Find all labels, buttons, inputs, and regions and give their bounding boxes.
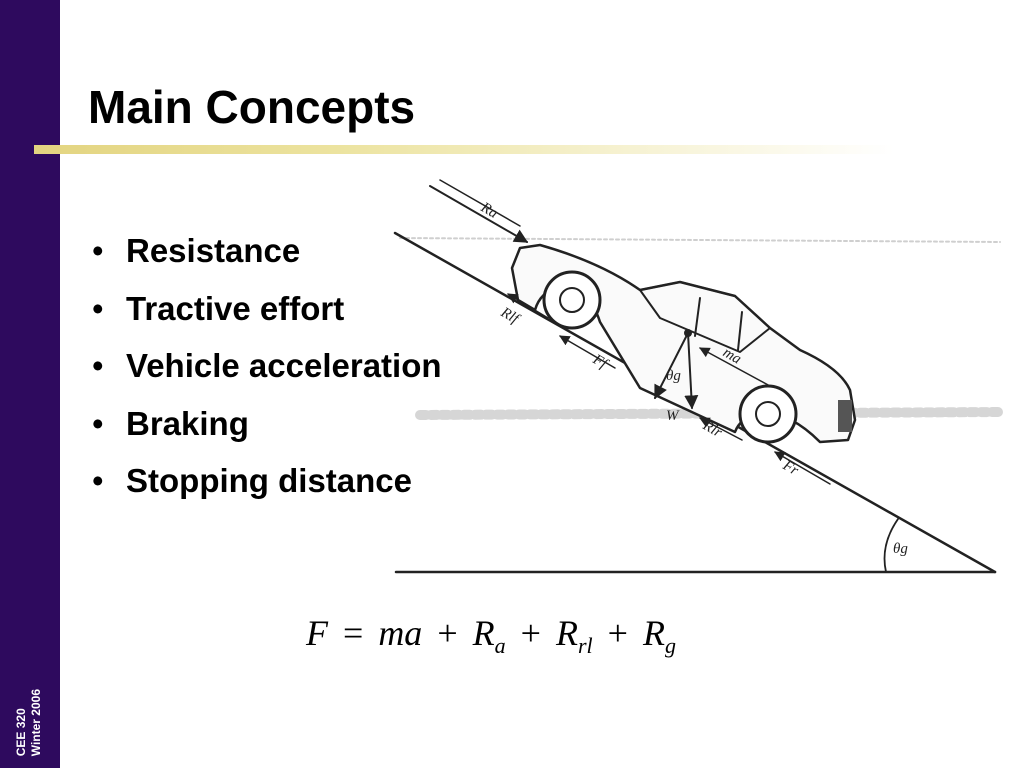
- slope-angle-arc: [883, 518, 899, 573]
- force-equation: F = ma + Ra + Rrl + Rg: [306, 612, 676, 659]
- tail-light: [838, 400, 852, 432]
- label-theta-slope: θg: [893, 541, 908, 557]
- rear-wheel: [738, 384, 798, 444]
- bullet-icon: •: [92, 462, 104, 499]
- title-underline: [34, 145, 894, 154]
- label-rlf: Rlf: [497, 304, 523, 328]
- bullet-item: • Tractive effort: [92, 284, 442, 342]
- formula-equals: =: [343, 613, 364, 653]
- sidebar-footer: CEE 320 Winter 2006: [14, 689, 44, 756]
- front-rolling-resistance-arrow: [507, 293, 549, 319]
- bullet-text: Stopping distance: [126, 462, 413, 499]
- bullet-text: Braking: [126, 404, 249, 442]
- car-pillar: [694, 297, 701, 337]
- rear-tractive-arrow: [774, 451, 831, 485]
- bullet-text: Resistance: [126, 232, 301, 269]
- acceleration-arrow: [699, 347, 771, 387]
- front-hub: [559, 287, 585, 313]
- weight-component-arrow: [654, 332, 689, 400]
- vehicle-forces-diagram: Ra Rlf Ff ma θg W Rlr Fr θg: [393, 179, 1005, 574]
- ghost-line: [399, 237, 1001, 243]
- bullet-item: • Vehicle acceleration: [92, 341, 442, 399]
- label-ma: ma: [720, 345, 744, 368]
- weight-arrow: [684, 332, 699, 410]
- rear-hub: [755, 401, 781, 427]
- course-label: CEE 320: [14, 707, 28, 756]
- formula-plus: +: [607, 613, 628, 653]
- formula-r: R: [642, 613, 665, 653]
- bullet-icon: •: [92, 347, 104, 384]
- formula-r: R: [555, 613, 578, 653]
- slide-title: Main Concepts: [88, 81, 416, 133]
- label-theta-vehicle: θg: [666, 368, 681, 384]
- air-resistance-line: [439, 179, 521, 227]
- bullet-text: Vehicle acceleration: [126, 347, 442, 384]
- air-resistance-arrow: [429, 185, 529, 243]
- front-tractive-arrow: [559, 335, 616, 369]
- formula-plus: +: [520, 613, 541, 653]
- formula-r: R: [472, 613, 495, 653]
- bullet-icon: •: [92, 232, 104, 269]
- bullet-item: • Resistance: [92, 226, 442, 284]
- front-wheel: [542, 270, 602, 330]
- label-fr: Fr: [779, 457, 801, 479]
- formula-sub-rl: rl: [577, 633, 593, 658]
- term-label: Winter 2006: [29, 688, 43, 756]
- car-cabin: [639, 281, 771, 353]
- bullet-item: • Braking: [92, 399, 442, 457]
- label-ra: Ra: [477, 199, 500, 222]
- label-w: W: [666, 408, 680, 424]
- bullet-list: • Resistance • Tractive effort • Vehicle ac…: [92, 226, 442, 514]
- bullet-icon: •: [92, 289, 104, 327]
- car-pillar-rear: [737, 311, 743, 351]
- bullet-text: Tractive effort: [126, 289, 345, 327]
- formula-sub-g: g: [664, 633, 676, 658]
- bullet-icon: •: [92, 404, 104, 442]
- formula-sub-a: a: [494, 633, 506, 658]
- formula-f: F: [306, 613, 328, 653]
- formula-ma: ma: [378, 613, 423, 653]
- rear-rolling-resistance-arrow: [699, 417, 743, 441]
- bullet-item: • Stopping distance: [92, 456, 442, 514]
- formula-plus: +: [437, 613, 458, 653]
- sidebar: CEE 320 Winter 2006: [0, 0, 60, 768]
